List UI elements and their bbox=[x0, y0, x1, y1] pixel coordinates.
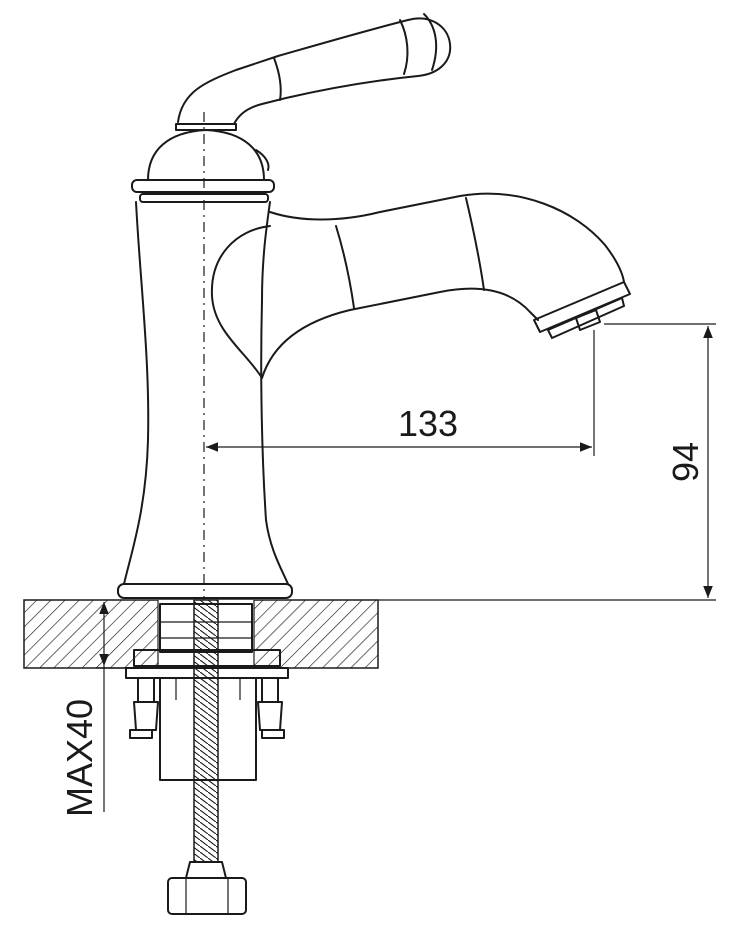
deck-thickness-label: MAX40 bbox=[59, 699, 100, 817]
faucet-body bbox=[117, 201, 293, 599]
reach-dimension: 133 bbox=[206, 330, 595, 456]
connector-nut bbox=[167, 861, 247, 915]
threaded-rod bbox=[193, 599, 219, 863]
reach-dimension-label: 133 bbox=[398, 403, 458, 444]
cartridge-cap bbox=[131, 129, 275, 203]
deck-thickness-dimension: MAX40 bbox=[59, 602, 134, 817]
height-dimension: 94 bbox=[378, 323, 716, 601]
spout bbox=[210, 192, 631, 379]
handle-lever bbox=[175, 13, 452, 131]
height-dimension-label: 94 bbox=[665, 442, 706, 482]
